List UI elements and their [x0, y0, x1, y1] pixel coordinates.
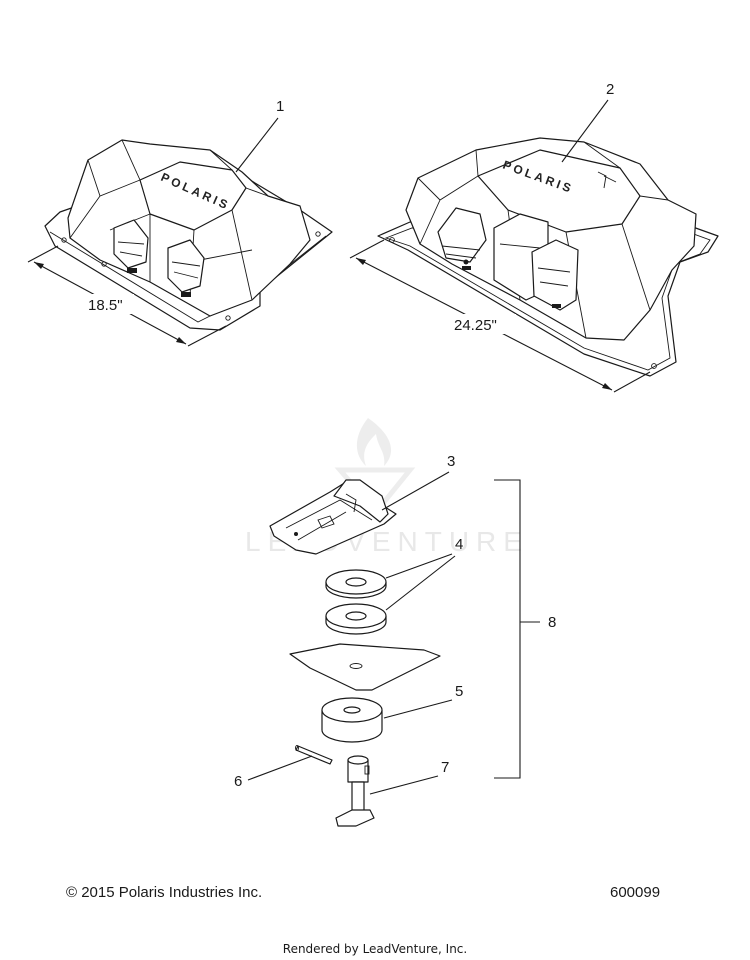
leader-line-5: [383, 699, 453, 719]
callout-6: 6: [234, 773, 242, 790]
callout-5: 5: [455, 683, 463, 700]
retaining-pin: [295, 745, 333, 765]
copyright-text: © 2015 Polaris Industries Inc.: [66, 884, 263, 901]
dimension-label-2: 24.25": [454, 317, 497, 334]
leader-line-2: [561, 99, 609, 163]
mounting-bracket: [269, 479, 397, 555]
group-bracket-8: [494, 479, 521, 779]
base-plate: [289, 643, 441, 691]
dimension-18-5: 18.5": [27, 245, 227, 347]
leader-line-1: [235, 117, 279, 173]
leader-line-3: [381, 471, 450, 511]
spacer-bushing: [321, 697, 383, 743]
callout-7: 7: [441, 759, 449, 776]
storage-bag-small: POLARIS: [44, 139, 333, 331]
leader-line-4b: [385, 555, 456, 611]
latch-post: [335, 755, 375, 827]
storage-bag-large: POLARIS: [377, 137, 719, 377]
dimension-label-1: 18.5": [88, 297, 123, 314]
callout-8: 8: [548, 614, 556, 631]
washer-lower: [325, 603, 387, 635]
callout-1: 1: [276, 98, 284, 115]
callout-4: 4: [455, 536, 463, 553]
washer-upper: [325, 569, 387, 599]
render-credit: Rendered by LeadVenture, Inc.: [282, 942, 468, 956]
leader-line-7: [369, 775, 439, 795]
callout-2: 2: [606, 81, 614, 98]
leader-line-6: [247, 755, 313, 781]
dimension-24-25: 24.25": [349, 239, 651, 393]
leader-line-4a: [385, 553, 453, 579]
diagram-number: 600099: [610, 884, 661, 901]
callout-3: 3: [447, 453, 455, 470]
